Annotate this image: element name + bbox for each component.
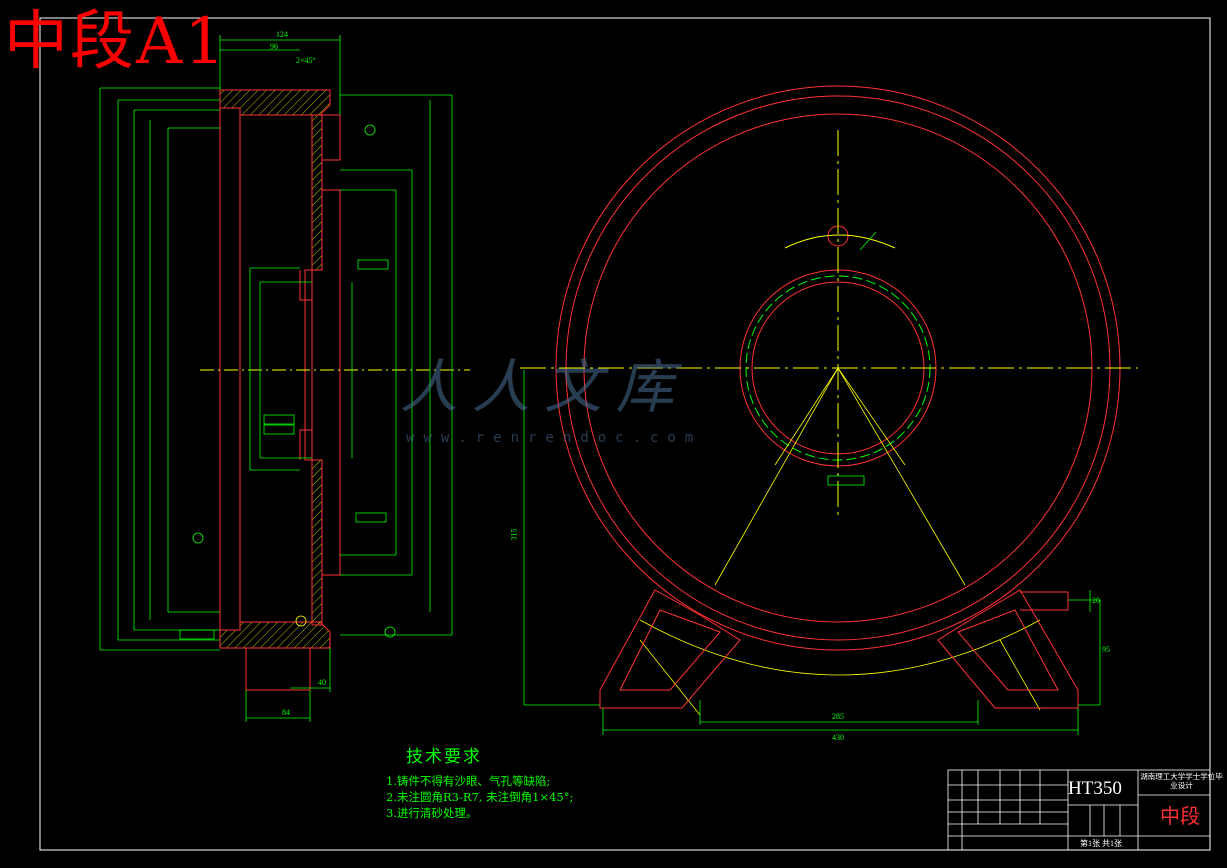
- right-foot-inner: [957, 609, 1059, 691]
- sheet-label: 中段A1: [4, 5, 227, 79]
- bottom-boss: [245, 647, 311, 691]
- dim-bottom-small: 40: [318, 678, 326, 687]
- material-label: HT350: [1068, 778, 1122, 799]
- part-name: 中段: [1160, 804, 1200, 828]
- tech-item-2: 2.未注圆角R3-R7, 未注倒角1×45°;: [386, 790, 574, 804]
- front-view: [520, 85, 1138, 735]
- technical-requirements: 技术要求 1.铸件不得有沙眼、气孔等缺陷; 2.未注圆角R3-R7, 未注倒角1…: [386, 742, 573, 821]
- tech-heading: 技术要求: [406, 747, 482, 767]
- bore-outline: [239, 114, 313, 623]
- left-foot-inner: [619, 609, 721, 691]
- right-wall-hatch-2: [311, 459, 323, 626]
- dim-base-inner: 285: [832, 712, 844, 721]
- right-boss: [1020, 591, 1069, 611]
- tech-item-3: 3.进行清砂处理。: [386, 806, 478, 820]
- top-flange-hatch: [219, 89, 331, 116]
- hub-profile: [299, 270, 312, 460]
- outer-frame: [39, 17, 1211, 851]
- section-view: [99, 35, 470, 722]
- left-foot: [599, 589, 741, 709]
- dim-side-bottom: 84: [282, 708, 290, 717]
- inner-step: [304, 269, 313, 461]
- dim-right-height: 95: [1102, 645, 1110, 654]
- right-profile: [321, 114, 341, 622]
- dim-front-height: 315: [509, 528, 519, 541]
- right-wall-hatch-1: [311, 114, 323, 271]
- dim-top-inner: 96: [270, 42, 278, 51]
- bottom-flange-hatch: [219, 621, 331, 649]
- dim-chamfer: 2×45°: [296, 56, 316, 65]
- dim-base-outer: 430: [832, 733, 844, 742]
- dim-right-small: 20: [1092, 596, 1100, 605]
- body-outline: [219, 107, 241, 631]
- school-name: 湖南理工大学学士学位毕业设计: [1140, 772, 1223, 790]
- sheet-info: 第1张 共1张: [1080, 839, 1122, 848]
- title-block: [947, 769, 1211, 851]
- dim-top-width: 124: [276, 30, 288, 39]
- right-foot: [937, 589, 1079, 709]
- tech-item-1: 1.铸件不得有沙眼、气孔等缺陷;: [386, 774, 551, 788]
